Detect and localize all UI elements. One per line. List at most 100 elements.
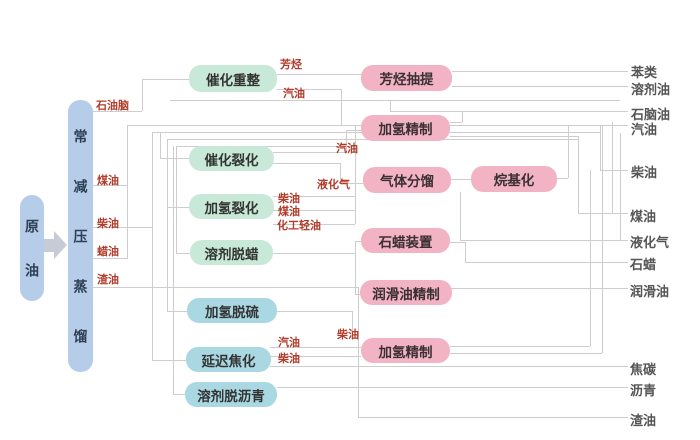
connector-line bbox=[92, 111, 142, 112]
process-box-hydrodesulfurization: 加氢脱硫 bbox=[187, 298, 277, 323]
connector-line bbox=[92, 227, 152, 228]
connector-line bbox=[173, 146, 174, 394]
connector-line bbox=[557, 178, 568, 179]
stream-label-diesel-hds: 柴油 bbox=[337, 329, 359, 341]
connector-line bbox=[612, 122, 613, 213]
connector-line bbox=[346, 130, 361, 131]
connector-line bbox=[390, 100, 391, 111]
product-label-naphtha: 石脑油 bbox=[631, 107, 671, 122]
process-box-wax-unit: 石蜡装置 bbox=[361, 228, 450, 253]
connector-line bbox=[568, 126, 569, 178]
connector-line bbox=[355, 241, 356, 294]
connector-line bbox=[452, 71, 628, 72]
product-label-asphalt: 沥青 bbox=[630, 383, 657, 398]
stream-label-diesel-hydrocracking: 柴油 bbox=[278, 193, 300, 205]
connector-line bbox=[341, 89, 342, 126]
connector-line bbox=[273, 152, 346, 153]
connector-line bbox=[355, 294, 360, 295]
stream-label-chem-light-oil: 化工轻油 bbox=[277, 220, 321, 232]
product-label-coke: 焦碳 bbox=[630, 362, 657, 377]
connector-line bbox=[390, 111, 628, 112]
connector-line bbox=[167, 311, 188, 312]
connector-line bbox=[340, 163, 341, 183]
stream-label-wax-oil: 蜡油 bbox=[97, 246, 119, 258]
connector-line bbox=[578, 213, 628, 214]
process-box-catalytic-reforming: 催化重整 bbox=[189, 65, 277, 92]
connector-line bbox=[340, 183, 363, 184]
connector-line bbox=[270, 347, 361, 348]
connector-line bbox=[346, 130, 347, 152]
connector-line bbox=[277, 311, 352, 312]
connector-line bbox=[277, 74, 362, 75]
connector-line bbox=[273, 163, 340, 164]
product-label-diesel: 柴油 bbox=[631, 165, 658, 180]
connector-line bbox=[277, 387, 628, 388]
connector-line bbox=[176, 253, 191, 254]
connector-line bbox=[273, 210, 355, 211]
node-distillation-column: 常减压蒸馏 bbox=[68, 100, 93, 379]
connector-line bbox=[176, 146, 177, 253]
product-label-gasoline: 汽油 bbox=[631, 122, 658, 137]
product-label-paraffin-wax: 石蜡 bbox=[630, 257, 657, 272]
connector-line bbox=[272, 253, 355, 254]
connector-line bbox=[355, 241, 361, 242]
stream-label-gasoline-reforming: 汽油 bbox=[283, 88, 305, 100]
connector-line bbox=[462, 111, 463, 122]
connector-line bbox=[127, 125, 128, 259]
connector-line bbox=[152, 360, 186, 361]
connector-line bbox=[450, 353, 602, 354]
connector-line bbox=[142, 79, 190, 80]
connector-line bbox=[160, 158, 190, 159]
connector-line bbox=[578, 136, 579, 213]
flow-arrow-icon bbox=[54, 231, 67, 259]
connector-line bbox=[92, 185, 127, 186]
connector-line bbox=[273, 196, 355, 197]
connector-line bbox=[160, 132, 161, 158]
connector-line bbox=[465, 262, 628, 263]
process-box-gas-fractionation: 气体分馏 bbox=[363, 167, 451, 193]
process-box-catalytic-cracking: 催化裂化 bbox=[189, 146, 274, 171]
connector-line bbox=[465, 242, 466, 262]
connector-line bbox=[460, 192, 461, 240]
stream-label-aromatics: 芳烃 bbox=[280, 59, 302, 71]
stream-label-kerosene-hydrocracking: 煤油 bbox=[278, 206, 300, 218]
distillation-label: 常减压蒸馏 bbox=[72, 129, 89, 379]
connector-line bbox=[270, 356, 361, 357]
connector-line bbox=[450, 346, 590, 347]
connector-line bbox=[450, 136, 578, 137]
flow-arrow-icon bbox=[44, 239, 54, 252]
process-box-solvent-dewaxing: 溶剂脱蜡 bbox=[190, 240, 273, 265]
connector-line bbox=[352, 311, 353, 338]
connector-line bbox=[167, 207, 190, 208]
connector-line bbox=[602, 126, 603, 353]
connector-line bbox=[92, 258, 127, 259]
stream-label-naphtha: 石油脑 bbox=[96, 100, 129, 112]
connector-line bbox=[173, 394, 185, 395]
connector-line bbox=[600, 170, 628, 171]
connector-line bbox=[620, 133, 621, 240]
connector-line bbox=[92, 287, 358, 288]
process-box-aromatics-extraction: 芳烃抽提 bbox=[361, 65, 452, 91]
connector-line bbox=[358, 417, 628, 418]
process-box-lube-refining: 润滑油精制 bbox=[360, 280, 452, 305]
process-box-solvent-deasphalting: 溶剂脱沥青 bbox=[185, 382, 277, 407]
stream-label-gasoline-cracking: 汽油 bbox=[336, 143, 358, 155]
product-label-solvent-oil: 溶剂油 bbox=[631, 82, 671, 97]
stream-label-residue: 渣油 bbox=[97, 274, 119, 286]
product-label-benzenes: 苯类 bbox=[631, 65, 658, 80]
product-label-residue: 渣油 bbox=[630, 413, 657, 428]
process-box-hydrorefining-top: 加氢精制 bbox=[361, 115, 450, 141]
product-label-lube-oil: 润滑油 bbox=[630, 284, 670, 299]
connector-line bbox=[452, 86, 628, 87]
connector-line bbox=[460, 240, 628, 241]
crude-oil-label: 原油 bbox=[24, 219, 40, 307]
connector-line bbox=[450, 242, 465, 243]
process-box-delayed-coking: 延迟焦化 bbox=[186, 347, 271, 372]
stream-label-diesel: 柴油 bbox=[97, 218, 119, 230]
connector-line bbox=[167, 139, 168, 311]
connector-line bbox=[273, 224, 355, 225]
node-crude-oil: 原油 bbox=[20, 195, 44, 307]
connector-line bbox=[450, 288, 628, 289]
connector-line bbox=[152, 132, 153, 360]
connector-line bbox=[600, 126, 601, 170]
